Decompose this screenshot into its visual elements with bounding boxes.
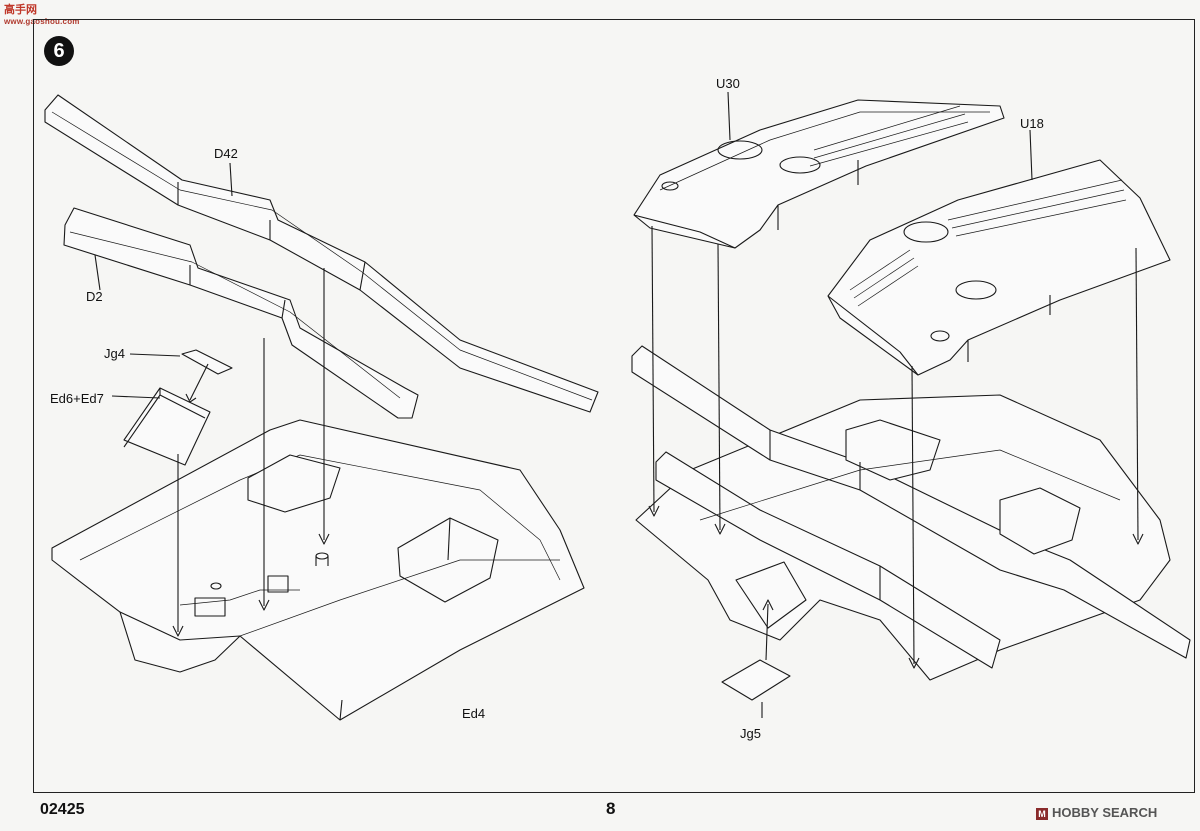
label-d2: D2 — [86, 289, 103, 304]
part-u18-deck — [827, 159, 1171, 376]
part-jg5-plate — [721, 659, 791, 701]
label-u30: U30 — [716, 76, 740, 91]
part-d2-rail — [63, 207, 419, 419]
label-u18: U18 — [1020, 116, 1044, 131]
step-number-badge: 6 — [44, 36, 74, 66]
part-ed6-ed7-box — [123, 387, 211, 466]
label-ed4: Ed4 — [462, 706, 486, 721]
label-jg5: Jg5 — [740, 726, 761, 741]
part-u30-deck — [633, 99, 1005, 249]
product-code: 02425 — [40, 801, 85, 818]
label-jg4: Jg4 — [104, 346, 125, 361]
hobby-search-mark-icon: M — [1036, 808, 1048, 820]
page-number: 8 — [606, 799, 616, 818]
site-logo-url: www.gaoshou.com — [4, 17, 80, 26]
left-guide-lines — [94, 162, 330, 637]
instruction-frame — [33, 19, 1195, 793]
part-ed4-floor — [51, 419, 585, 721]
part-assembled-hull — [631, 345, 1191, 681]
part-d42-rail — [44, 94, 599, 413]
label-ed6-ed7: Ed6+Ed7 — [50, 391, 104, 406]
hobby-search-watermark: M HOBBY SEARCH — [1036, 805, 1157, 820]
site-logo: 高手网 www.gaoshou.com — [4, 4, 80, 28]
right-guide-lines — [648, 91, 1144, 718]
hobby-search-text: HOBBY SEARCH — [1052, 805, 1158, 820]
label-d42: D42 — [214, 146, 238, 161]
site-logo-text: 高手网 — [4, 4, 37, 16]
part-jg4-plate — [181, 349, 233, 375]
